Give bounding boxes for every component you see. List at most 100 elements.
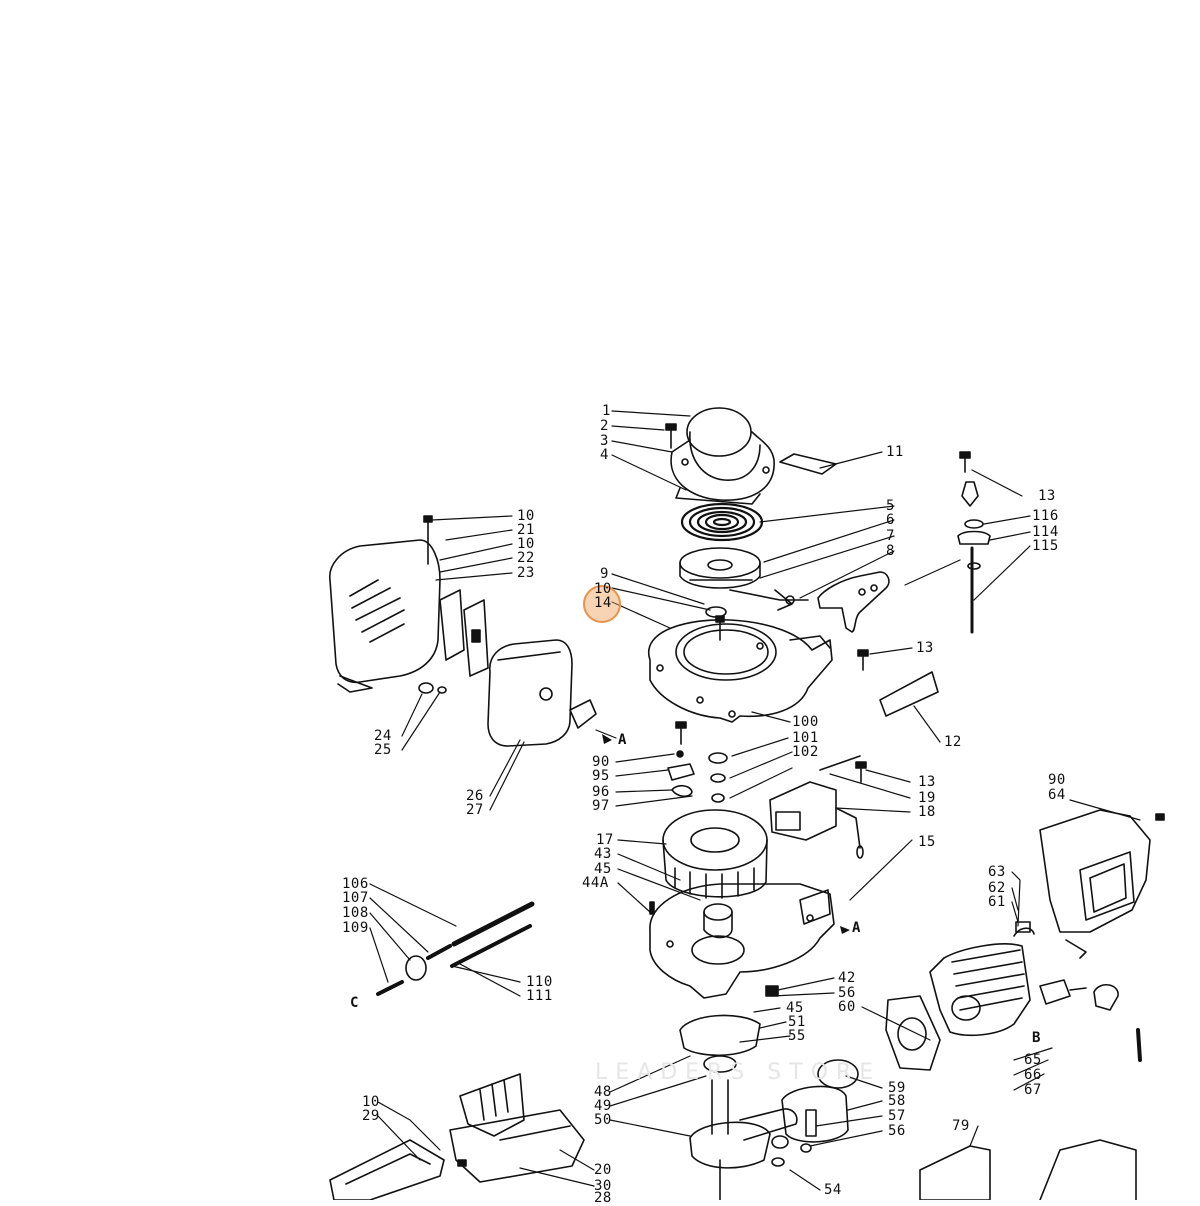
callout-label: 102 (792, 744, 819, 760)
callout-label: 42 (838, 970, 856, 986)
callout-label: 10 (362, 1094, 380, 1110)
muffler-body-part (488, 640, 596, 746)
callout-label: 90 (1048, 772, 1066, 788)
callout-label: 20 (594, 1162, 612, 1178)
callout-label: 5 (886, 498, 895, 514)
callout-label: 15 (918, 834, 936, 850)
callout-label: 13 (916, 640, 934, 656)
callout-label: 79 (952, 1118, 970, 1134)
housing-part (920, 1140, 1136, 1200)
callout-label: 27 (466, 802, 484, 818)
callout-label: 97 (592, 798, 610, 814)
callout-label: 62 (988, 880, 1006, 896)
callout-label: 43 (594, 846, 612, 862)
bracket-part (450, 1074, 584, 1182)
gasket-part (440, 590, 488, 676)
crankcase-part (650, 884, 834, 998)
cylinder-part (930, 922, 1034, 1035)
callout-label: 44A (582, 875, 609, 891)
callout-label: 29 (362, 1108, 380, 1124)
callout-label: 13 (918, 774, 936, 790)
callout-label: 11 (886, 444, 904, 460)
callout-label: 2 (600, 418, 609, 434)
callout-label: 17 (596, 832, 614, 848)
callout-label: 28 (594, 1190, 612, 1206)
callout-label: 8 (886, 543, 895, 559)
callout-label: 59 (888, 1080, 906, 1096)
callout-label: 114 (1032, 524, 1059, 540)
callout-label: 12 (944, 734, 962, 750)
rope-pulley-part (680, 548, 760, 588)
callout-label: 115 (1032, 538, 1059, 554)
callout-label: A (618, 732, 627, 748)
callout-label: 25 (374, 742, 392, 758)
crankshaft-part (680, 1015, 770, 1200)
callout-label: 67 (1024, 1082, 1042, 1098)
starter-housing-part (649, 607, 832, 722)
callout-label: 109 (342, 920, 369, 936)
callout-label: 18 (918, 804, 936, 820)
callout-label: 14 (594, 595, 612, 611)
callout-label: 50 (594, 1112, 612, 1128)
callout-label: 100 (792, 714, 819, 730)
callout-label: 24 (374, 728, 392, 744)
callout-label: 23 (517, 565, 535, 581)
callout-label: 106 (342, 876, 369, 892)
callout-label: 108 (342, 905, 369, 921)
callout-label: A (852, 920, 861, 936)
screw-part (676, 650, 868, 782)
nut-washer-part (419, 683, 446, 693)
callout-label: B (1032, 1030, 1041, 1046)
callout-label: 45 (594, 861, 612, 877)
callout-label: 9 (600, 566, 609, 582)
callout-label: 10 (517, 536, 535, 552)
leader-lines (370, 411, 1140, 1190)
callout-label: 95 (592, 768, 610, 784)
callout-label: 66 (1024, 1067, 1042, 1083)
callout-label: 19 (918, 790, 936, 806)
muffler-cover-part (330, 516, 440, 692)
callout-label: 45 (786, 1000, 804, 1016)
callout-label: 56 (888, 1123, 906, 1139)
callout-label: 30 (594, 1178, 612, 1194)
plate-part (330, 1140, 444, 1200)
callout-highlight (583, 585, 621, 623)
callout-label: 10 (517, 508, 535, 524)
callout-label: 22 (517, 550, 535, 566)
arrow-marker (602, 734, 850, 934)
callout-label: 48 (594, 1084, 612, 1100)
callout-label: 61 (988, 894, 1006, 910)
callout-label: 96 (592, 784, 610, 800)
air-cleaner-cover-part (1040, 810, 1164, 958)
callout-label: 10 (594, 581, 612, 597)
callout-label: 6 (886, 512, 895, 528)
gasket-part (886, 996, 940, 1070)
callout-label: 65 (1024, 1052, 1042, 1068)
callout-label: 111 (526, 988, 553, 1004)
callout-label: 49 (594, 1098, 612, 1114)
screw-part (666, 424, 676, 448)
callout-label: 1 (602, 403, 611, 419)
callout-label: 55 (788, 1028, 806, 1044)
callout-label: 116 (1032, 508, 1059, 524)
callout-label: 13 (1038, 488, 1056, 504)
callout-label: C (350, 995, 359, 1011)
screw-part (960, 452, 970, 472)
callout-label: 57 (888, 1108, 906, 1124)
starter-cover-part (671, 408, 774, 504)
callout-label: 56 (838, 985, 856, 1001)
watermark-text: LEADERS STORE (595, 1060, 882, 1085)
decal-label-part (880, 672, 938, 716)
callout-label: 7 (886, 528, 895, 544)
nut-washer-part (668, 751, 727, 802)
callout-label: 60 (838, 999, 856, 1015)
knob-part (958, 482, 990, 632)
callout-label: 110 (526, 974, 553, 990)
callout-label: 107 (342, 890, 369, 906)
starter-rope-part (730, 590, 808, 610)
decal-label-part (780, 454, 836, 474)
recoil-spring-part (682, 504, 762, 540)
callout-label: 3 (600, 433, 609, 449)
callout-label: 90 (592, 754, 610, 770)
